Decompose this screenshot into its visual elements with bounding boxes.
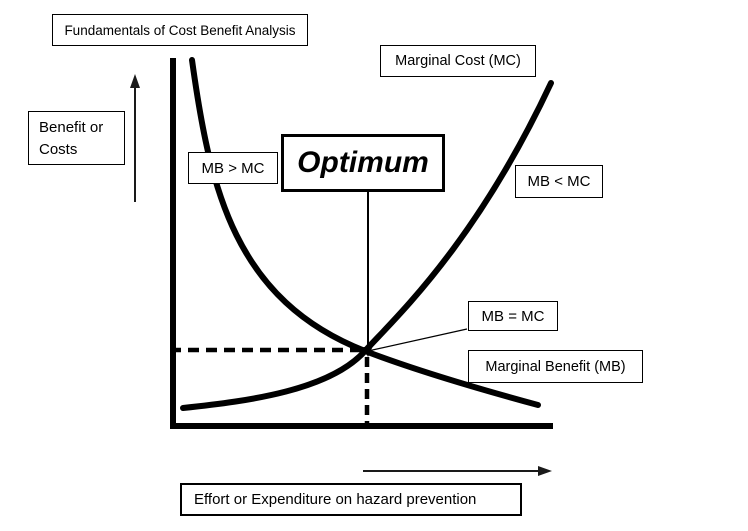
diagram-title: Fundamentals of Cost Benefit Analysis — [52, 14, 308, 46]
x-axis-arrow-icon — [363, 466, 552, 476]
x-axis-label: Effort or Expenditure on hazard preventi… — [180, 483, 522, 516]
optimum-callout: Optimum — [281, 134, 445, 192]
region-mb-less-label: MB < MC — [515, 165, 603, 198]
region-mb-greater-label: MB > MC — [188, 152, 278, 184]
y-axis-line — [170, 58, 176, 429]
marginal-cost-curve — [180, 80, 554, 411]
marginal-cost-label: Marginal Cost (MC) — [380, 45, 536, 77]
y-axis-label: Benefit or Costs — [28, 111, 125, 165]
optimum-pointer-arrowhead-icon — [363, 347, 373, 357]
equilibrium-label: MB = MC — [468, 301, 558, 331]
y-axis-arrow-icon — [130, 74, 140, 202]
x-axis-line — [170, 423, 553, 429]
marginal-benefit-label: Marginal Benefit (MB) — [468, 350, 643, 383]
equilibrium-connector-line — [367, 328, 468, 352]
